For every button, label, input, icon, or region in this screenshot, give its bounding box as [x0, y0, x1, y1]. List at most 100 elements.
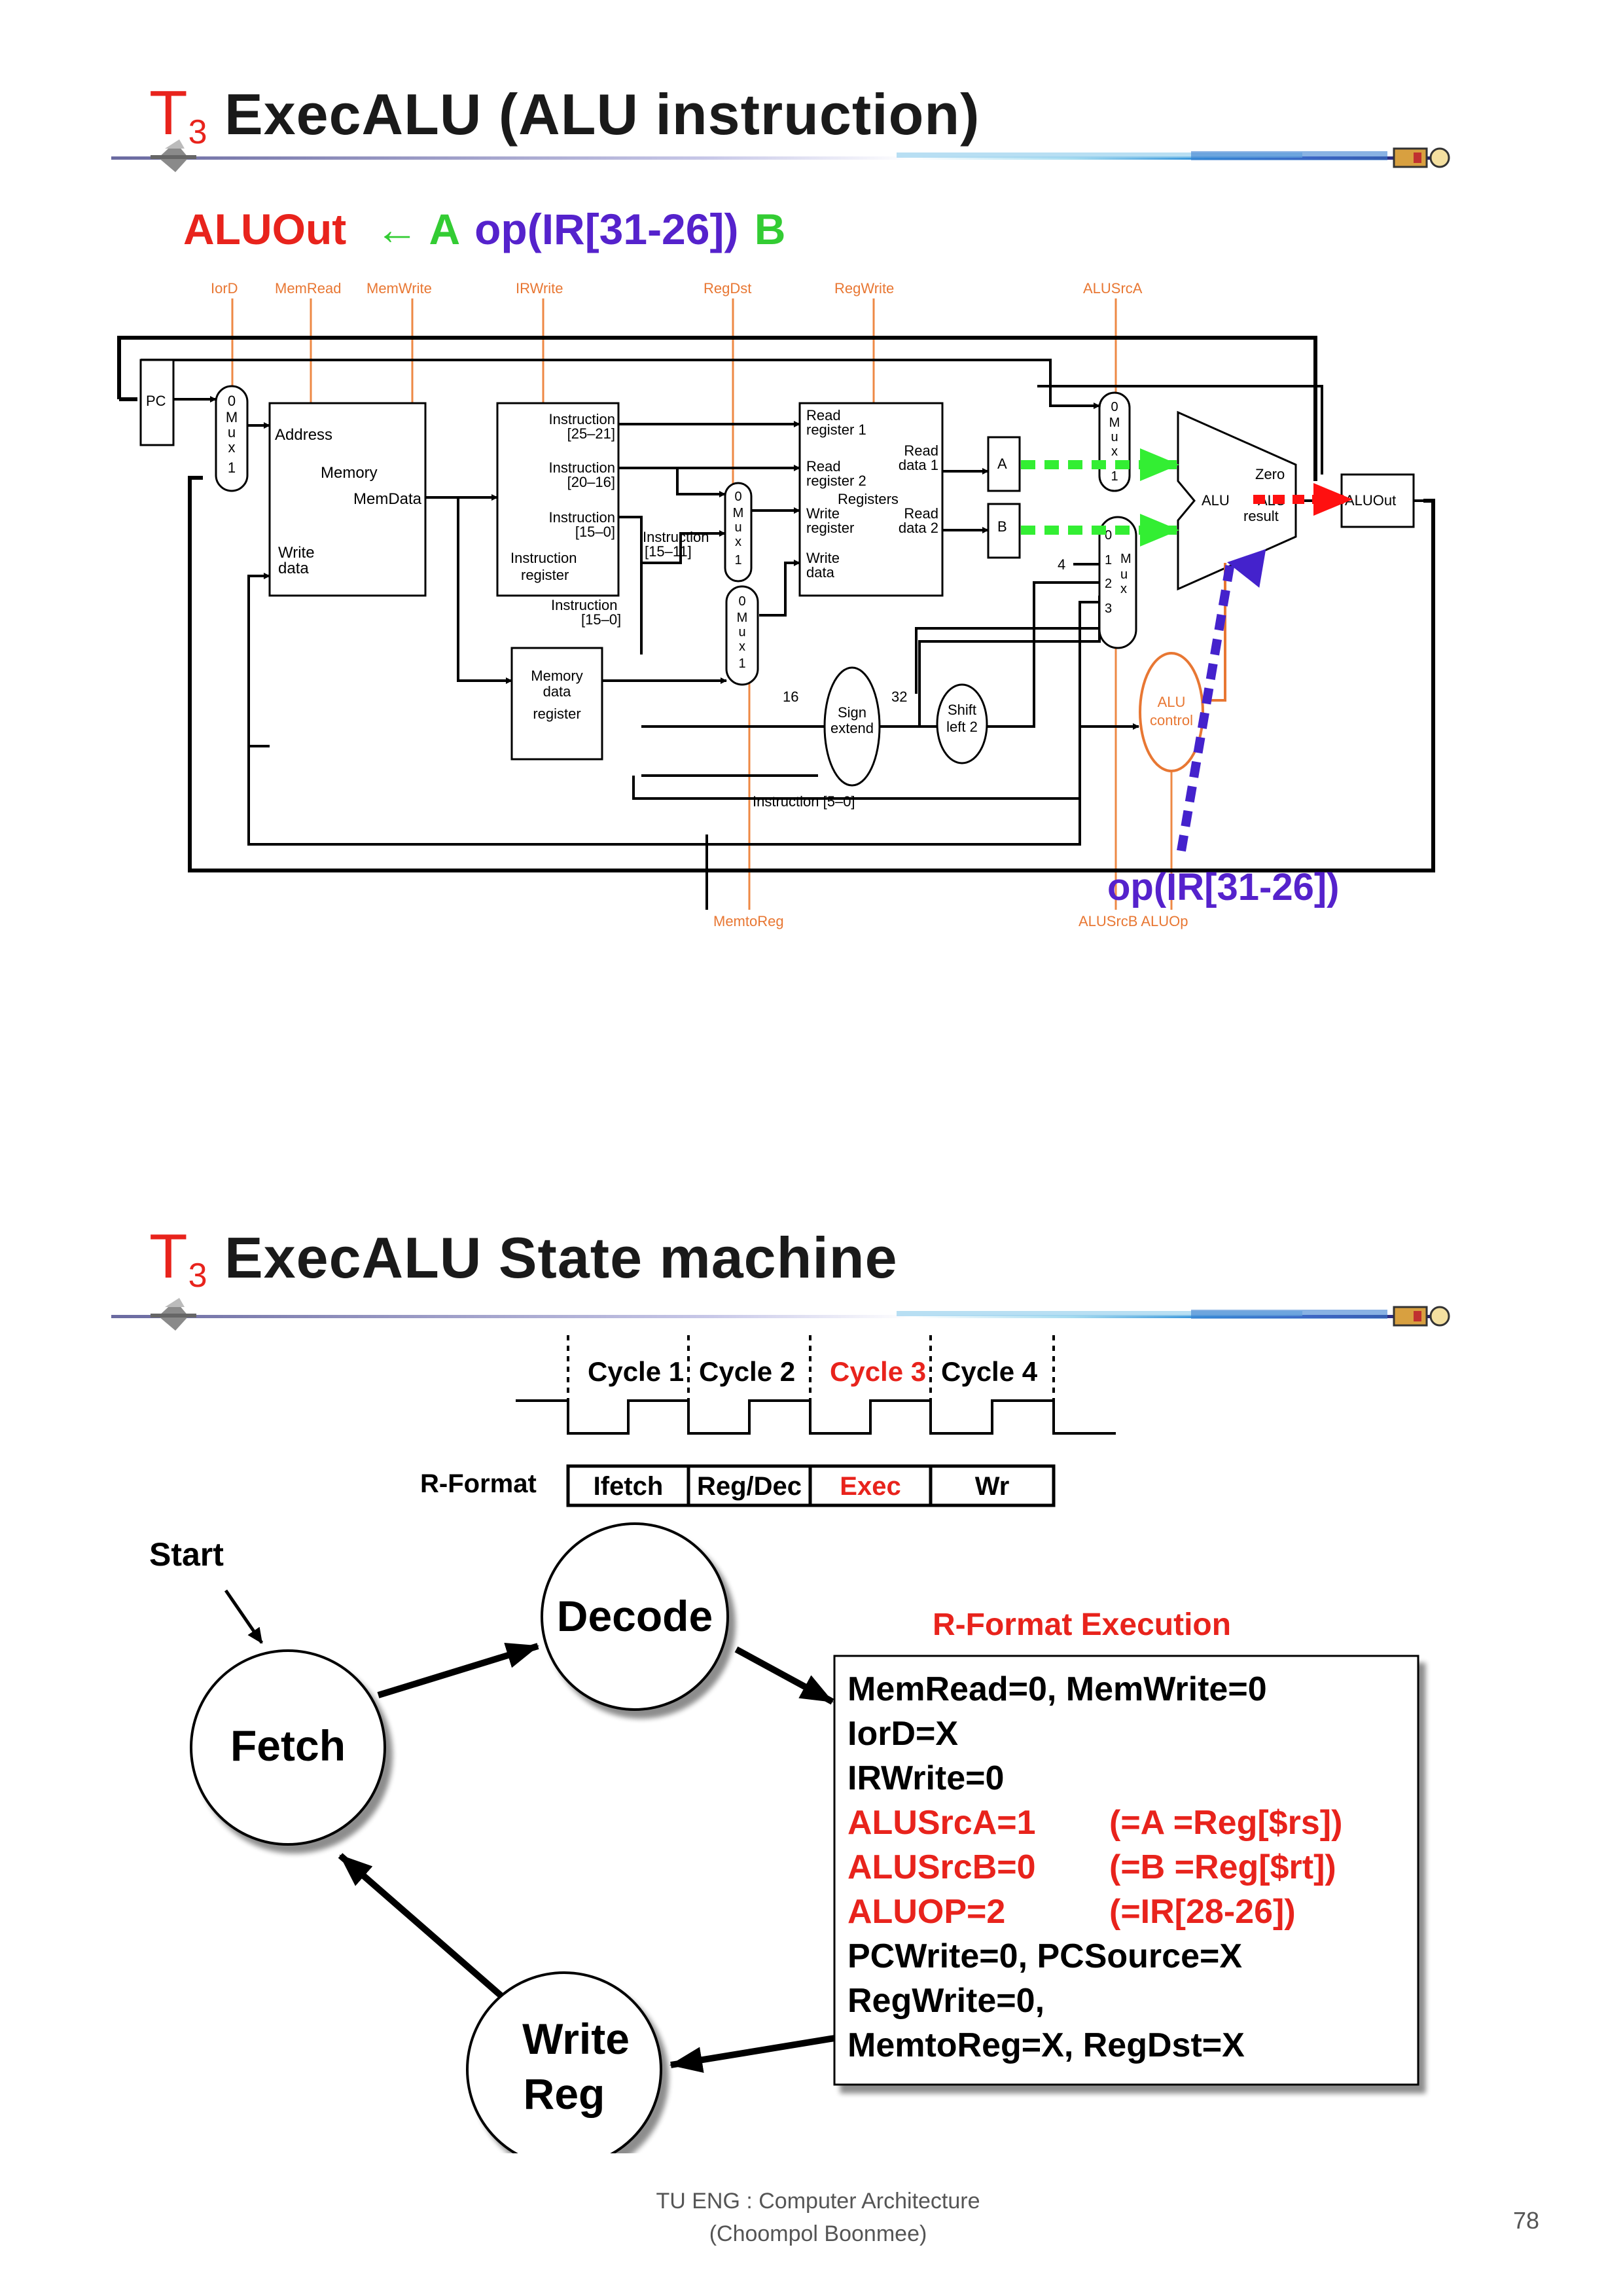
svg-text:Registers: Registers	[838, 491, 899, 507]
title-rule-2	[111, 1298, 1450, 1331]
svg-text:extend: extend	[830, 720, 874, 736]
svg-text:ALU: ALU	[1158, 694, 1186, 710]
slide1-title: T3 ExecALU (ALU instruction)	[149, 77, 980, 152]
register-b-label: B	[997, 518, 1007, 535]
cycle-separators	[567, 1335, 1055, 1401]
svg-text:[15–0]: [15–0]	[581, 611, 621, 628]
svg-text:0: 0	[1105, 528, 1112, 543]
footer-course: TU ENG : Computer Architecture	[656, 2189, 980, 2214]
stage-labels: Ifetch Reg/Dec Exec Wr	[594, 1472, 1010, 1501]
svg-text:[20–16]: [20–16]	[567, 474, 615, 490]
state-decode-label: Decode	[557, 1592, 713, 1640]
svg-text:M: M	[737, 611, 748, 625]
instr-5-0-label: Instruction [5–0]	[753, 793, 855, 810]
footer-author: (Choompol Boonmee)	[709, 2221, 927, 2246]
svg-text:ALU: ALU	[1202, 492, 1230, 509]
exec-line-1: IorD=X	[847, 1715, 958, 1753]
svg-text:Memory: Memory	[321, 464, 378, 482]
state-reg-label: Reg	[524, 2070, 605, 2118]
state-fetch-label: Fetch	[230, 1721, 346, 1770]
svg-text:Shift: Shift	[948, 702, 976, 718]
svg-text:1: 1	[1105, 553, 1112, 567]
cycle-4: Cycle 4	[941, 1356, 1038, 1387]
title2-text: ExecALU State machine	[224, 1225, 898, 1290]
sign-extend	[823, 666, 881, 787]
regdst-mux	[724, 482, 753, 583]
sig-memtoreg: MemtoReg	[713, 913, 784, 929]
exec-box	[833, 1655, 1419, 2086]
title2-t: T3	[149, 1221, 208, 1295]
pc-register	[139, 359, 175, 446]
cycle-3: Cycle 3	[830, 1356, 926, 1387]
register-read-labels: Read data 1 Read data 2	[899, 442, 938, 536]
shift-left-labels: Shift left 2	[946, 702, 978, 735]
sig-iord: IorD	[211, 280, 238, 296]
svg-text:data 1: data 1	[899, 457, 938, 473]
stage-boxes	[566, 1464, 1056, 1507]
svg-text:Instruction: Instruction	[549, 509, 616, 526]
svg-text:Write: Write	[806, 505, 840, 522]
svg-text:Memory: Memory	[531, 668, 582, 684]
inner-wires	[141, 359, 1423, 910]
eq-arrow: ←	[375, 205, 419, 253]
instr-15-0-label: Instruction [15–0]	[551, 597, 621, 628]
outer-wires	[117, 336, 1435, 872]
svg-text:u: u	[734, 520, 741, 535]
svg-text:0: 0	[228, 393, 236, 409]
exec-line-0: MemRead=0, MemWrite=0	[847, 1670, 1267, 1708]
svg-text:1: 1	[738, 656, 745, 671]
title-text: ExecALU (ALU instruction)	[224, 82, 980, 147]
exec-line-4: ALUSrcB=0	[847, 1848, 1036, 1886]
svg-text:[15–11]: [15–11]	[645, 543, 692, 560]
svg-text:M: M	[1109, 416, 1120, 430]
svg-text:register: register	[521, 567, 569, 583]
svg-text:left 2: left 2	[946, 719, 978, 735]
fetch-to-decode-arrow	[377, 1642, 539, 1698]
control-signals-bottom: MemtoReg ALUSrcB ALUOp	[713, 913, 1188, 929]
svg-text:[25–21]: [25–21]	[567, 425, 615, 442]
alusrcb-mux-labels: 0 1 2 3 M u x	[1105, 528, 1132, 616]
svg-text:Instruction: Instruction	[643, 529, 709, 545]
cycle-2: Cycle 2	[699, 1356, 795, 1387]
writereg-to-fetch-arrow	[338, 1853, 512, 2005]
alusrca-mux-labels: 0 M u x 1	[1109, 400, 1120, 484]
svg-text:3: 3	[1105, 601, 1112, 616]
svg-text:[15–0]: [15–0]	[575, 524, 615, 540]
alu-control-labels: ALU control	[1150, 694, 1193, 728]
satellite-icon	[1393, 1306, 1450, 1327]
start-arrow	[224, 1589, 264, 1644]
title-rule-1	[111, 139, 1450, 172]
clock-waveform	[516, 1399, 1116, 1435]
exec-box-title: R-Format Execution	[933, 1607, 1231, 1642]
state-write-reg	[466, 1971, 662, 2153]
svg-text:2: 2	[1105, 577, 1112, 591]
register-file-labels: Read register 1 Read register 2 Register…	[806, 407, 899, 581]
state-decode	[541, 1522, 729, 1711]
instr-15-11-label: Instruction [15–11]	[643, 529, 709, 560]
regdst-mux-labels: 0 M u x 1	[733, 490, 744, 567]
svg-text:data 2: data 2	[899, 520, 938, 536]
stage-wr: Wr	[975, 1472, 1010, 1501]
shift-left-2	[936, 683, 988, 764]
aluout-equation: ALUOut ← A op(IR[31-26]) B	[183, 204, 785, 254]
register-a-label: A	[997, 456, 1007, 472]
state-write-label: Write	[522, 2015, 630, 2063]
exec-line-5-note: (=IR[28-26])	[1109, 1893, 1296, 1931]
control-lines	[231, 298, 1173, 910]
sig-irwrite: IRWrite	[516, 280, 563, 296]
eq-b: B	[754, 205, 786, 253]
sig-memwrite: MemWrite	[366, 280, 432, 296]
mdr-labels: Memory data register	[531, 668, 582, 722]
alu	[1177, 410, 1297, 591]
alusrcb-mux	[1098, 516, 1137, 649]
iord-mux-labels: 0 M u x 1	[226, 393, 238, 476]
state-machine-diagram: Cycle 1 Cycle 2 Cycle 3 Cycle 4 R-Format…	[149, 1335, 1419, 2153]
svg-text:M: M	[733, 506, 744, 520]
bits-16-label: 16	[783, 689, 798, 705]
start-label: Start	[149, 1536, 224, 1573]
svg-text:Write: Write	[278, 544, 315, 562]
stage-ifetch: Ifetch	[594, 1472, 664, 1501]
control-signals-top: IorD MemRead MemWrite IRWrite RegDst Reg…	[211, 280, 1143, 296]
svg-text:1: 1	[734, 553, 741, 567]
ir-labels: Instruction [25–21] Instruction [20–16] …	[549, 411, 616, 540]
